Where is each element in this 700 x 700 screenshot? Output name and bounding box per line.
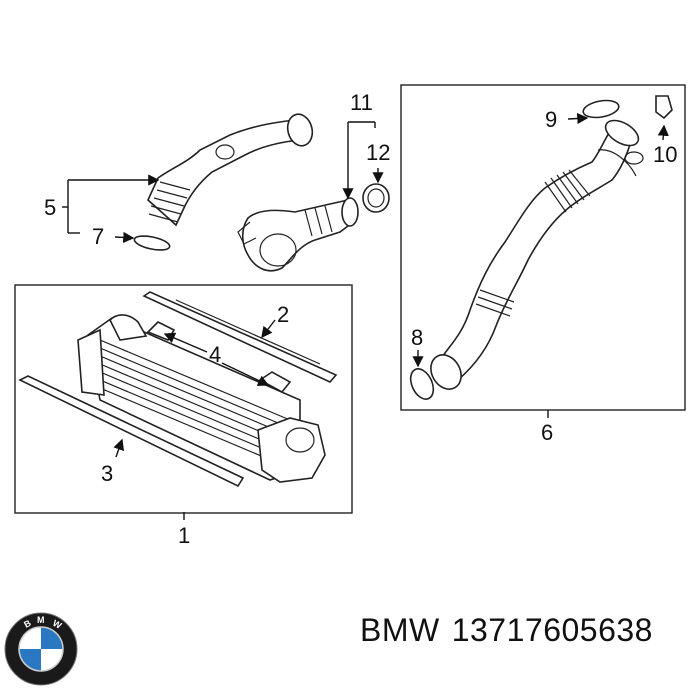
intake-hose-part-5 (147, 113, 314, 227)
charge-pipe-part-6 (430, 119, 644, 390)
callout-9: 9 (545, 107, 557, 132)
clamp-part-12 (362, 183, 390, 213)
part-number: 13717605638 (451, 612, 653, 648)
clip-part-10 (655, 95, 673, 120)
part-caption: BMW 13717605638 (360, 612, 665, 649)
o-ring-part-9 (582, 99, 620, 119)
brand-name: BMW (360, 612, 440, 648)
seal-strip-part-2 (142, 291, 338, 383)
callout-5: 5 (44, 195, 56, 220)
callout-10: 10 (653, 142, 677, 167)
callout-1: 1 (178, 523, 190, 548)
bmw-logo: B M W (4, 612, 78, 686)
callout-8: 8 (411, 325, 423, 350)
callout-7: 7 (92, 224, 104, 249)
svg-text:B: B (22, 618, 33, 630)
o-ring-part-8 (409, 368, 435, 400)
svg-text:M: M (37, 615, 45, 625)
callout-11: 11 (350, 90, 373, 115)
callout-12: 12 (366, 140, 390, 165)
turbo-connector-part-11 (237, 197, 359, 272)
callout-3: 3 (101, 461, 113, 486)
seal-strip-part-3 (18, 375, 245, 488)
o-ring-part-7 (133, 235, 171, 251)
charge-pipe-box (400, 84, 686, 411)
callout-6: 6 (541, 420, 553, 445)
intercooler-core-part-1 (77, 314, 326, 483)
callout-2: 2 (277, 302, 289, 327)
callout-4: 4 (209, 342, 221, 367)
